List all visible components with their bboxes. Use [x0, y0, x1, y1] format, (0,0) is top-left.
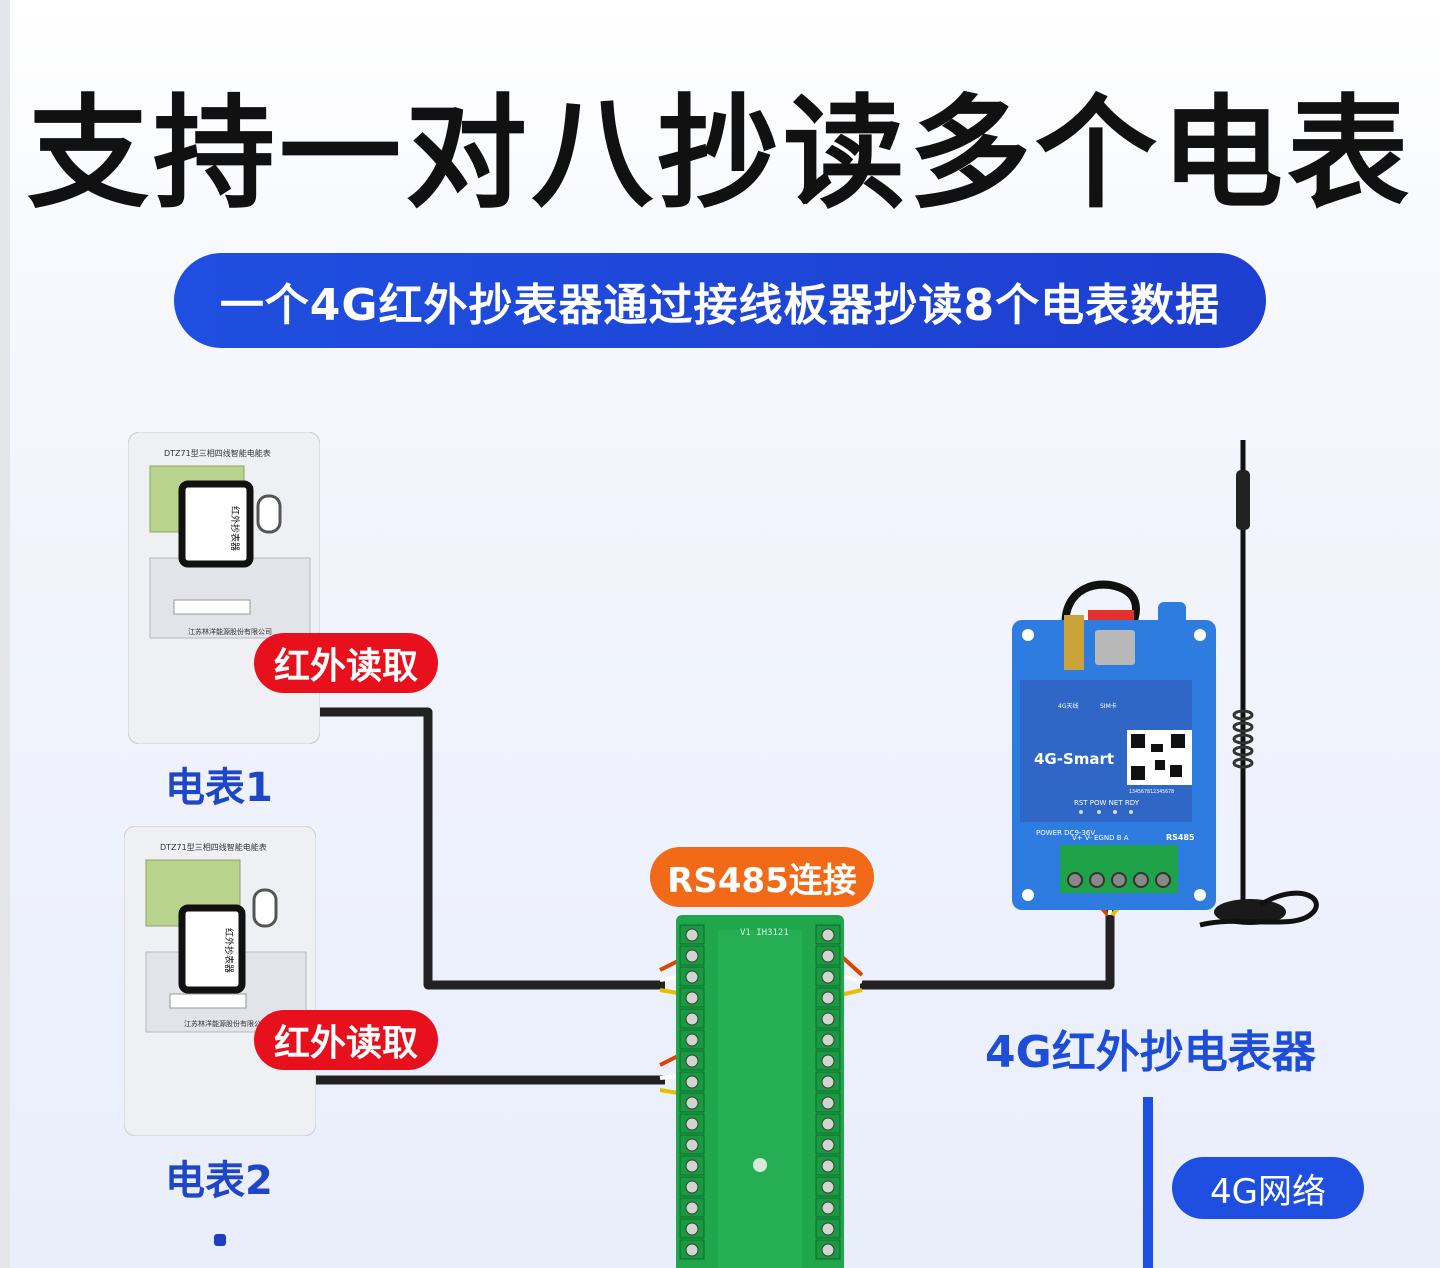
- device-icon-4g: 4G天线: [1058, 702, 1078, 710]
- 4g-device-body: 4G-Smart RST POW NET RDY POWER DC9-36V V…: [1012, 580, 1216, 910]
- svg-text:江苏林洋能源股份有限公司: 江苏林洋能源股份有限公司: [188, 627, 272, 636]
- svg-text:DTZ71型三相四线智能电能表: DTZ71型三相四线智能电能表: [164, 448, 271, 458]
- terminal-screw: [821, 1075, 835, 1089]
- terminal-screw: [821, 1096, 835, 1110]
- ir-read-badge-2: 红外读取: [254, 1010, 439, 1070]
- terminal-screw: [685, 1117, 699, 1131]
- page-headline: 支持一对八抄读多个电表: [27, 83, 1413, 225]
- device-icon-sim: SIM卡: [1100, 702, 1117, 710]
- terminal-screw: [821, 1180, 835, 1194]
- svg-text:V1 IH3121: V1 IH3121: [740, 928, 789, 938]
- meter-1: DTZ71型三相四线智能电能表 红外抄表器 江苏林洋能源股份有限公司: [127, 431, 321, 745]
- terminal-screw: [821, 1138, 835, 1152]
- device-leds: RST POW NET RDY: [1074, 799, 1140, 807]
- terminal-screw: [821, 1054, 835, 1068]
- svg-text:江苏林洋能源股份有限公司: 江苏林洋能源股份有限公司: [184, 1019, 268, 1028]
- terminal-screw: [685, 1243, 699, 1257]
- device-name: 4G-Smart: [1034, 750, 1114, 768]
- svg-text:红外抄表器: 红外抄表器: [229, 506, 241, 551]
- meter-2: DTZ71型三相四线智能电能表 红外抄表器 江苏林洋能源股份有限公司: [123, 825, 317, 1137]
- terminal-screw: [685, 1180, 699, 1194]
- terminal-screw: [821, 928, 835, 942]
- terminal-screw: [821, 949, 835, 963]
- meter-2-label: 电表2: [165, 1158, 273, 1204]
- terminal-screw: [821, 991, 835, 1005]
- terminal-screw: [685, 928, 699, 942]
- terminal-screw: [685, 1159, 699, 1173]
- terminal-screw: [821, 1012, 835, 1026]
- terminal-screw: [685, 1012, 699, 1026]
- terminal-screw: [685, 1054, 699, 1068]
- network-line: [1143, 1097, 1153, 1268]
- svg-text:DTZ71型三相四线智能电能表: DTZ71型三相四线智能电能表: [160, 842, 267, 852]
- terminal-screw: [685, 1138, 699, 1152]
- svg-text:红外抄表器: 红外抄表器: [223, 928, 235, 973]
- terminal-screw: [821, 1201, 835, 1215]
- terminal-board: V1 IH3121: [676, 915, 844, 1268]
- terminal-screw: [685, 1075, 699, 1089]
- network-badge: 4G网络: [1172, 1157, 1364, 1219]
- device-power: POWER DC9-36V: [1036, 829, 1095, 837]
- terminal-screw: [821, 1243, 835, 1257]
- meter-2-body: DTZ71型三相四线智能电能表 红外抄表器 江苏林洋能源股份有限公司: [123, 825, 317, 1137]
- terminal-screw: [821, 1159, 835, 1173]
- terminal-screw: [685, 1201, 699, 1215]
- antenna: [1199, 440, 1319, 928]
- device-port: RS485: [1166, 833, 1195, 842]
- meter-1-label: 电表1: [165, 765, 273, 811]
- subtitle-pill: 一个4G红外抄表器通过接线板器抄读8个电表数据: [174, 253, 1266, 348]
- terminal-screw: [685, 1222, 699, 1236]
- meter-1-body: DTZ71型三相四线智能电能表 红外抄表器 江苏林洋能源股份有限公司: [127, 431, 321, 745]
- left-edge-strip: [0, 0, 10, 1268]
- terminal-screw: [821, 970, 835, 984]
- rs485-connection-badge: RS485连接: [650, 847, 874, 907]
- terminal-screw: [685, 970, 699, 984]
- terminal-screw: [685, 1033, 699, 1047]
- device-label: 4G红外抄电表器: [985, 1027, 1316, 1078]
- terminal-screw: [821, 1117, 835, 1131]
- cable-device: [860, 900, 1115, 990]
- terminal-screw: [821, 1033, 835, 1047]
- ir-read-badge-1: 红外读取: [254, 633, 439, 693]
- terminal-screw: [685, 949, 699, 963]
- terminal-screw: [685, 991, 699, 1005]
- terminal-screw: [685, 1096, 699, 1110]
- continuation-dot: [214, 1234, 226, 1246]
- terminal-screw: [821, 1222, 835, 1236]
- device-terminals: V+ V- EGND B A: [1072, 834, 1129, 842]
- device-serial: 134567812345678: [1129, 789, 1174, 795]
